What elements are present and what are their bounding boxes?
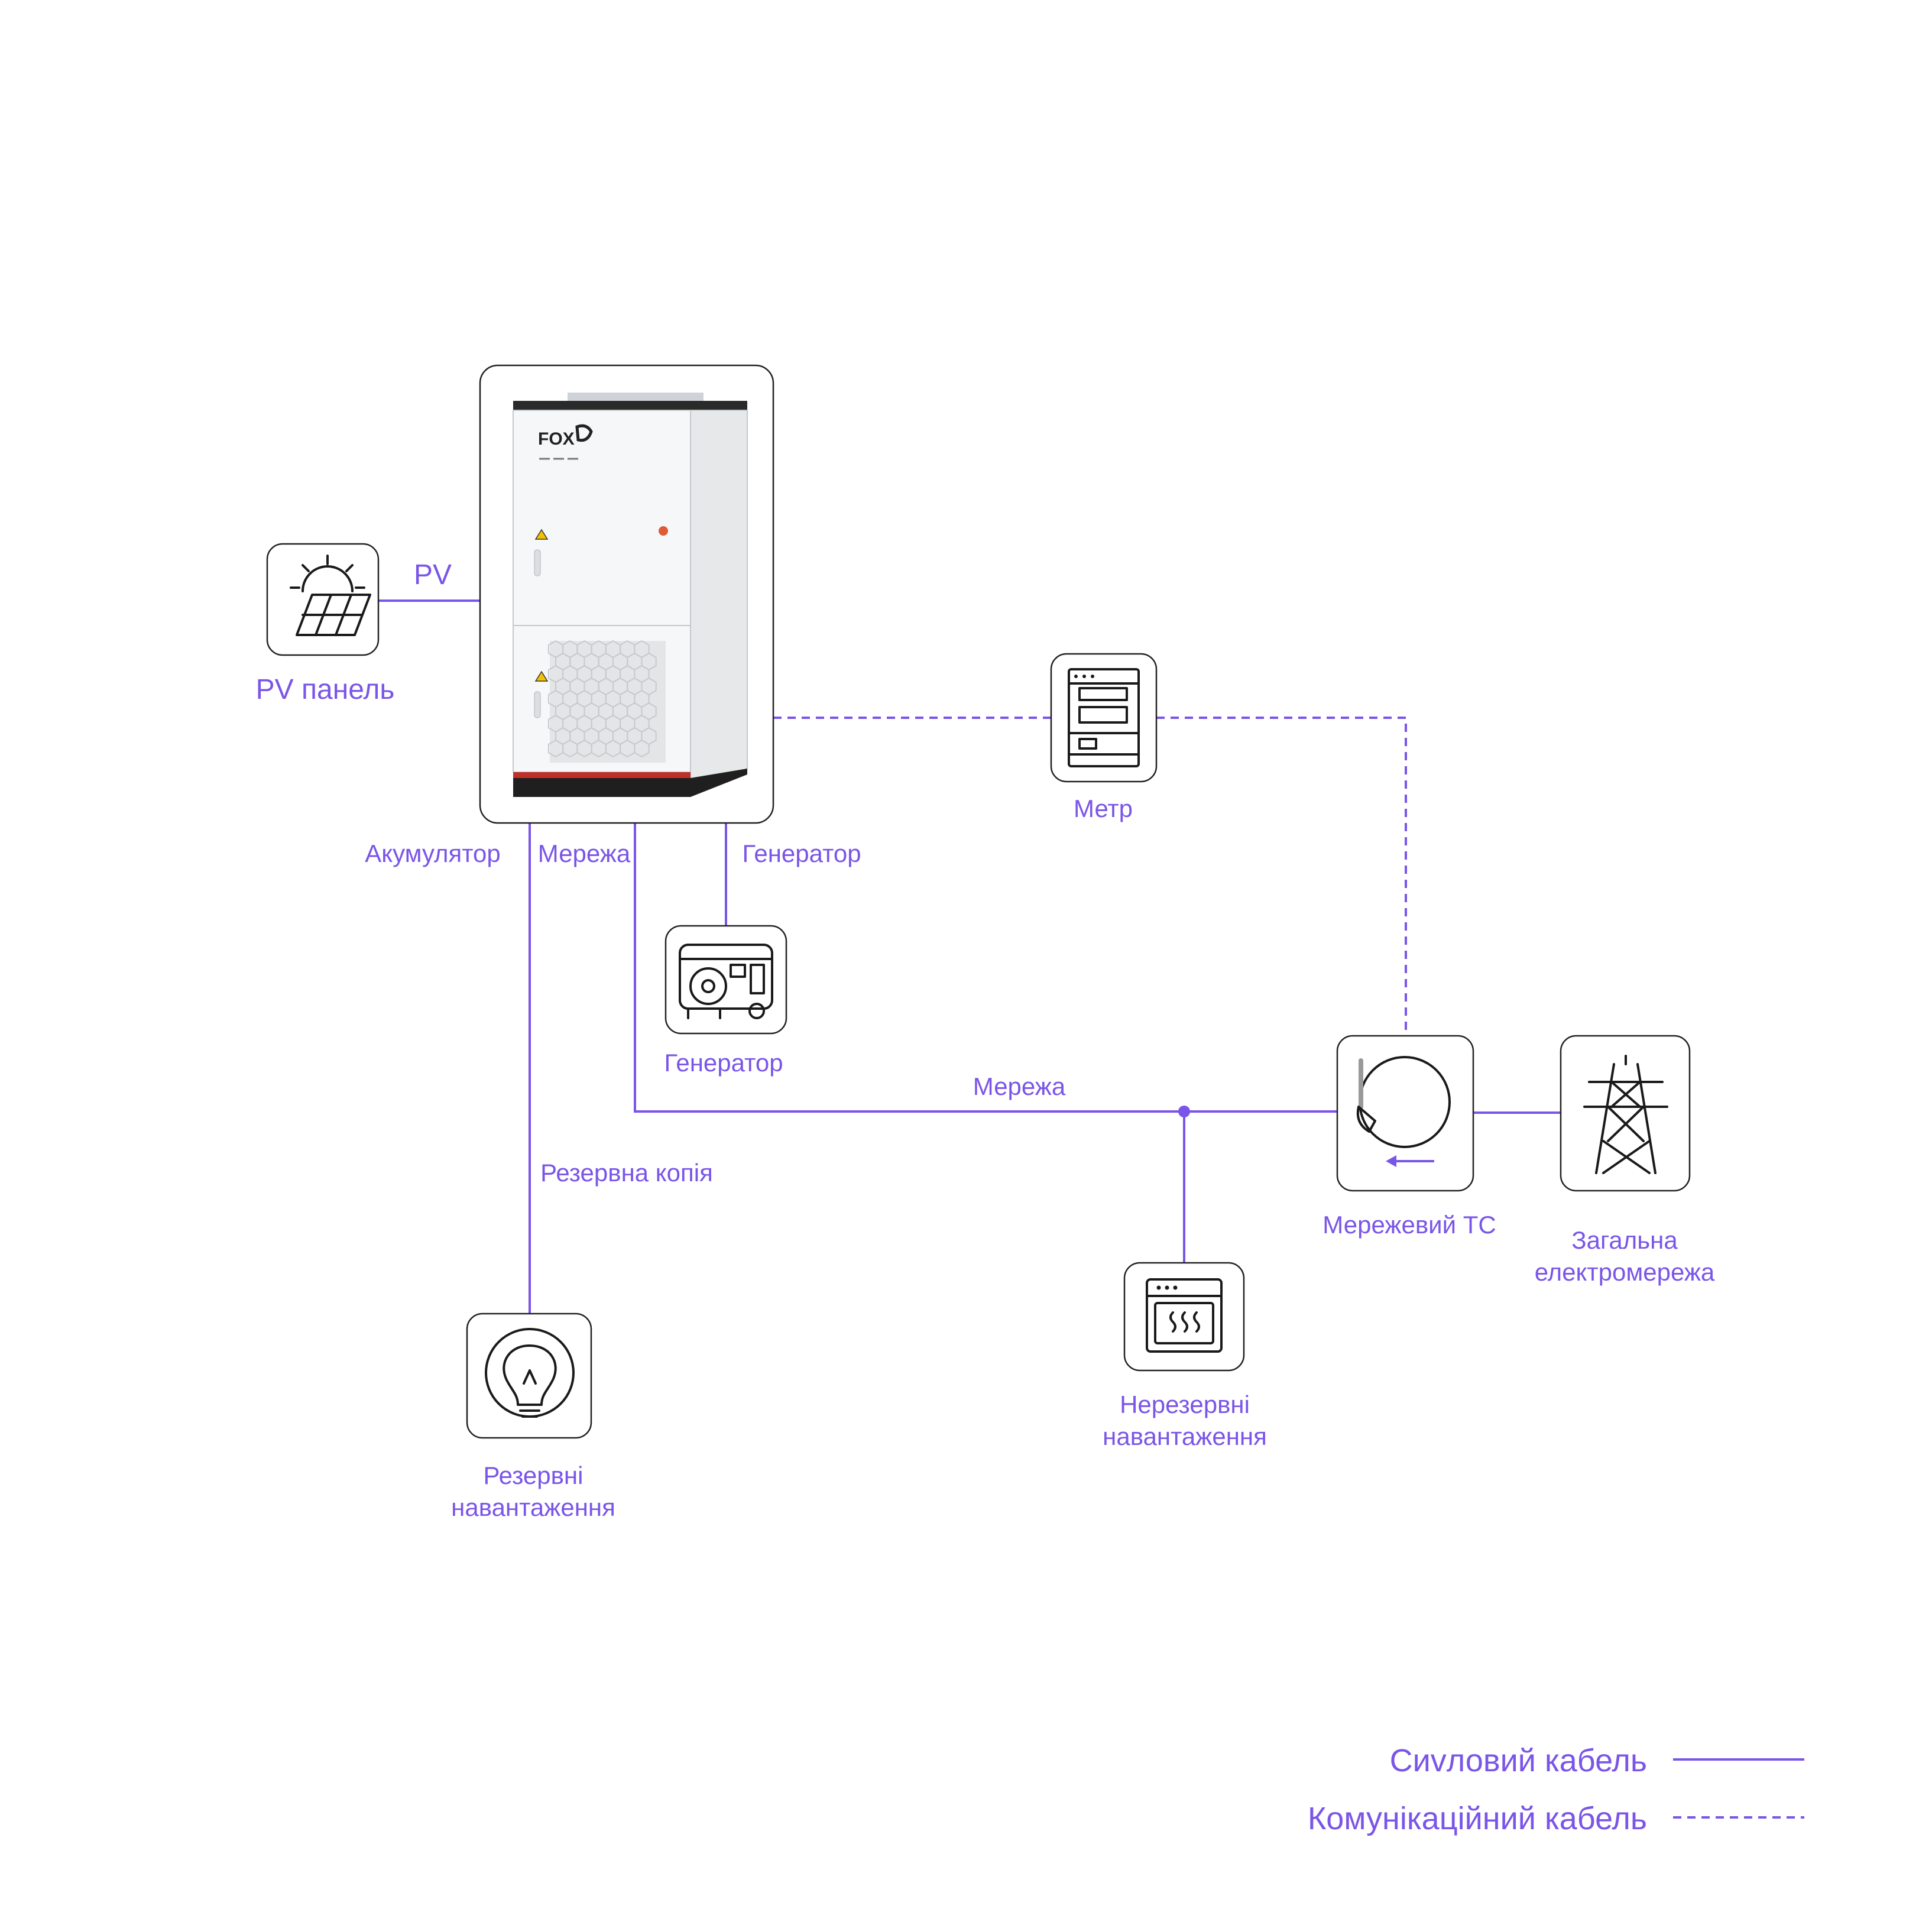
public-grid-label-line2: електромережа	[1535, 1258, 1715, 1286]
inverter-brand: FOX	[538, 429, 575, 449]
fox-logo-icon	[575, 424, 593, 442]
pv-panel-box	[266, 543, 380, 656]
meter-comm-line-2	[1156, 717, 1407, 1036]
inverter-side-panel	[690, 410, 748, 796]
light-bulb-icon	[485, 1328, 575, 1418]
backup-loads-node	[466, 1313, 592, 1439]
backup-link-label: Резервна копія	[540, 1159, 713, 1187]
inverter-unit: FOX	[479, 364, 774, 824]
public-grid-node	[1560, 1035, 1691, 1192]
meter-box	[1050, 653, 1158, 783]
battery-port-label: Акумулятор	[365, 840, 501, 867]
pv-panel-node	[266, 543, 380, 656]
generator-icon	[679, 944, 773, 1019]
warning-sign-icon	[534, 529, 549, 540]
emergency-stop-icon	[659, 526, 668, 536]
labels: PV PV панель Метр Акумулятор Мережа Гене…	[256, 559, 1715, 1521]
legend-power-label: Сиvловий кабель	[1390, 1743, 1647, 1778]
meter-label: Метр	[1074, 795, 1133, 822]
meter-node	[1050, 653, 1158, 783]
grid-power-line	[634, 823, 1337, 1113]
public-grid-box	[1560, 1035, 1691, 1192]
pv-link-label: PV	[414, 559, 452, 591]
inverter-top-vent	[568, 393, 704, 403]
door-handle-2	[534, 691, 541, 718]
generator-port-label: Генератор	[742, 840, 861, 867]
backup-loads-label-line1: Резервні	[484, 1461, 584, 1489]
inverter-top-cap	[513, 401, 747, 410]
non-backup-loads-node	[1123, 1262, 1245, 1372]
grid-port-label: Мережа	[538, 840, 631, 867]
meter-icon	[1068, 668, 1140, 767]
ct-clamp-icon	[1356, 1056, 1451, 1148]
public-grid-label-line1: Загальна	[1571, 1226, 1678, 1254]
pv-panel-label: PV панель	[256, 674, 395, 705]
generator-node	[664, 925, 787, 1035]
grid-ct-node	[1336, 1035, 1474, 1192]
grille-hex	[634, 739, 650, 758]
bus-junction-dot	[1178, 1106, 1190, 1117]
honeycomb-grille	[547, 640, 666, 763]
non-backup-label-line2: навантаження	[1103, 1422, 1267, 1450]
backup-loads-box	[466, 1313, 592, 1439]
inverter-red-stripe	[513, 772, 691, 778]
backup-loads-label-line2: навантаження	[451, 1493, 615, 1521]
legend: Сиvловий кабель Комунікаційний кабель	[1308, 1743, 1804, 1836]
connections	[378, 599, 1561, 1314]
door-handle	[534, 549, 541, 576]
solar-panel-icon	[290, 555, 371, 636]
non-backup-loads-box	[1123, 1262, 1245, 1372]
warning-sign-icon-2	[534, 670, 549, 682]
grid-bus-label: Мережа	[973, 1072, 1066, 1100]
generator-label: Генератор	[664, 1049, 783, 1077]
grid-ct-label: Мережевий ТС	[1322, 1211, 1496, 1239]
non-backup-label-line1: Нерезервні	[1120, 1391, 1250, 1418]
legend-comm-label: Комунікаційний кабель	[1308, 1801, 1647, 1836]
inverter-base	[513, 769, 747, 797]
oven-icon	[1146, 1278, 1223, 1353]
arrow-left-icon	[1386, 1155, 1434, 1167]
power-tower-icon	[1583, 1055, 1668, 1174]
